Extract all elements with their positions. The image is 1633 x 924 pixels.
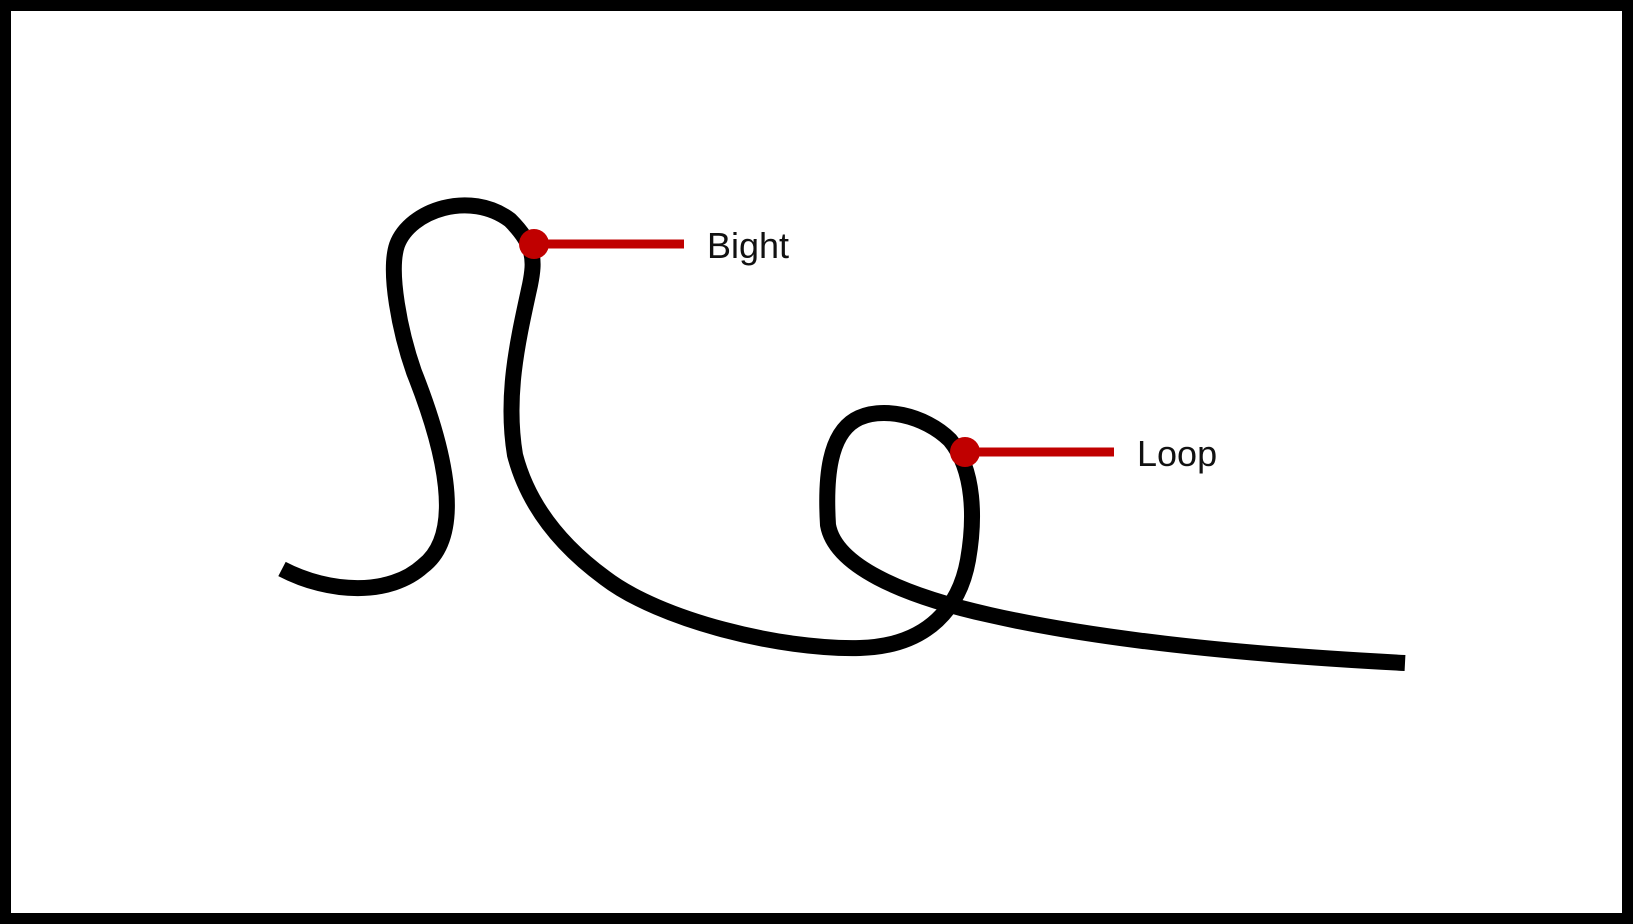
rope-line (278, 197, 1406, 671)
loop-marker (950, 437, 980, 467)
bight-marker (519, 229, 549, 259)
bight-label: Bight (707, 225, 789, 266)
diagram-canvas (11, 11, 1622, 913)
loop-label: Loop (1137, 433, 1217, 474)
